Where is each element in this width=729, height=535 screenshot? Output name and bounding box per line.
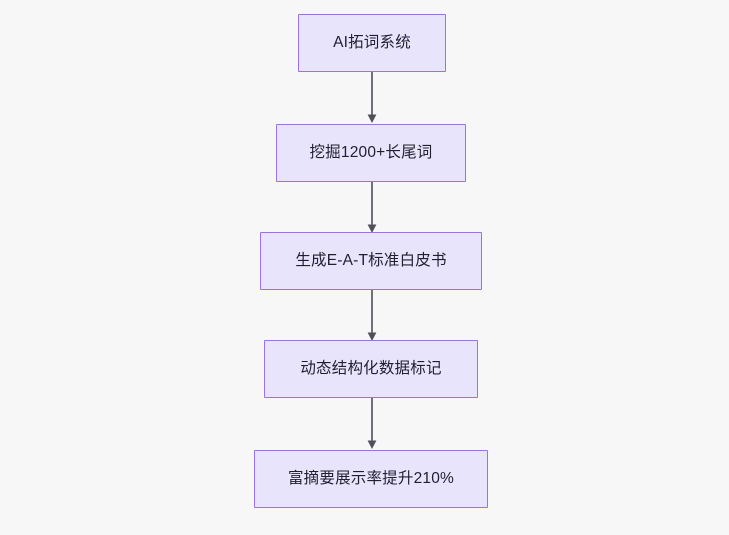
flow-edge-n2-n3: [367, 182, 377, 233]
arrow-down-icon: [367, 224, 377, 233]
flow-node-label: 富摘要展示率提升210%: [287, 469, 455, 487]
flow-node-label: 动态结构化数据标记: [300, 359, 442, 377]
arrow-down-icon: [367, 114, 377, 123]
flow-node-rich-snippet-impression-lift[interactable]: 富摘要展示率提升210%: [254, 450, 488, 508]
flow-edge-n3-n4: [367, 290, 377, 341]
arrow-down-icon: [367, 332, 377, 341]
flow-edge-n4-n5: [367, 398, 377, 449]
flow-node-ai-keyword-system[interactable]: AI拓词系统: [298, 14, 446, 72]
flow-node-mine-longtail-keywords[interactable]: 挖掘1200+长尾词: [276, 124, 466, 182]
flow-edge-n1-n2: [367, 72, 377, 123]
flow-node-generate-eat-whitepaper[interactable]: 生成E-A-T标准白皮书: [260, 232, 482, 290]
flow-node-dynamic-structured-data-markup[interactable]: 动态结构化数据标记: [264, 340, 478, 398]
arrow-down-icon: [367, 440, 377, 449]
flow-node-label: 挖掘1200+长尾词: [309, 143, 433, 161]
flow-node-label: AI拓词系统: [333, 33, 411, 51]
flow-node-label: 生成E-A-T标准白皮书: [295, 251, 447, 269]
